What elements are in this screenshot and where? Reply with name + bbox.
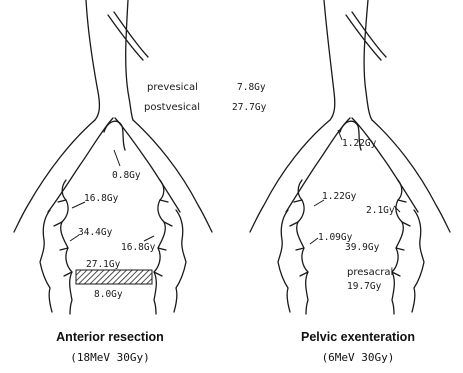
right-pelvic-wall-left-outer <box>278 210 290 312</box>
left-dose-label: 8.0Gy <box>94 289 123 300</box>
left-outer-iliac-left <box>14 120 95 232</box>
right-dose-label: 1.22Gy <box>342 138 377 149</box>
left-aorta-left-wall <box>86 0 99 120</box>
left-panel-subtitle: (18MeV 30Gy) <box>70 351 149 364</box>
prevesical-label: prevesical <box>147 82 198 93</box>
right-outer-iliac-left <box>250 120 330 232</box>
left-pelvic-wall-right-outer <box>174 210 186 312</box>
right-dose-label: 19.7Gy <box>347 281 382 292</box>
left-ureter <box>108 12 148 60</box>
right-pelvic-wall-right-outer <box>412 210 424 312</box>
left-panel-title: Anterior resection <box>56 330 164 344</box>
right-aorta-right-wall <box>364 0 372 120</box>
right-aorta-left-wall <box>324 0 335 120</box>
left-dose-label: 34.4Gy <box>78 227 113 238</box>
right-panel-subtitle: (6MeV 30Gy) <box>322 351 395 364</box>
left-dose-label: 0.8Gy <box>112 170 141 181</box>
left-inner-hump <box>104 121 125 150</box>
postvesical-label: postvesical <box>144 102 200 113</box>
left-dose-label: 16.8Gy <box>84 193 119 204</box>
left-dose-label: 27.1Gy <box>86 259 121 270</box>
right-dose-label: 39.9Gy <box>345 242 380 253</box>
right-dose-label: 1.22Gy <box>322 191 357 202</box>
left-outer-iliac-right <box>133 120 212 232</box>
left-pelvic-wall-left-outer <box>40 210 52 312</box>
left-hatched-rectangle <box>76 270 152 284</box>
right-dose-label: presacral <box>347 267 393 278</box>
left-aorta-right-wall <box>126 0 133 120</box>
left-inner-iliac-right <box>115 118 180 212</box>
right-dose-label: 2.1Gy <box>366 205 395 216</box>
prevesical-dose: 7.8Gy <box>237 82 266 93</box>
postvesical-dose: 27.7Gy <box>232 102 267 113</box>
left-dose-label: 16.8Gy <box>121 242 156 253</box>
right-panel-title: Pelvic exenteration <box>301 330 415 344</box>
